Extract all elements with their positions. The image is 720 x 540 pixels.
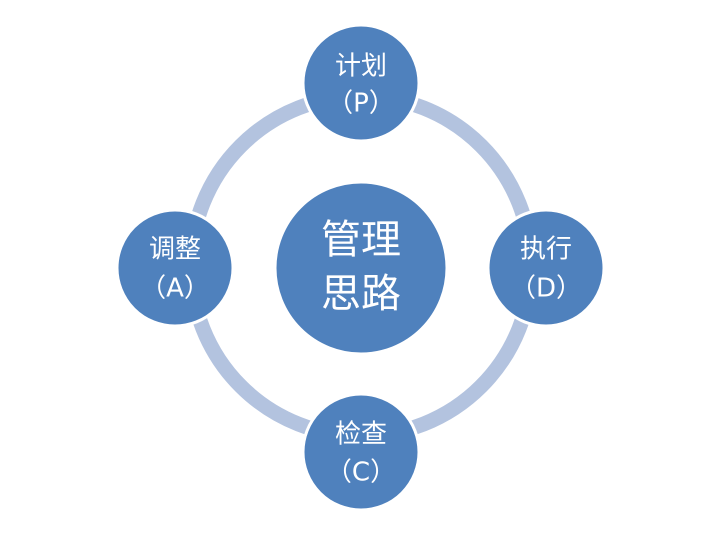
node-do-circle — [486, 208, 606, 328]
node-plan-code: （P） — [327, 89, 395, 119]
node-act: 调整 （A） — [115, 208, 235, 328]
node-plan-label: 计划 — [335, 52, 387, 82]
node-do-code: （D） — [510, 274, 582, 304]
center-node: 管理 思路 — [273, 180, 449, 356]
node-do-label: 执行 — [520, 235, 572, 265]
node-plan: 计划 （P） — [301, 23, 421, 143]
node-plan-circle — [301, 23, 421, 143]
node-act-code: （A） — [140, 274, 210, 304]
center-label-line1: 管理 — [321, 217, 401, 263]
node-check-circle — [301, 392, 421, 512]
node-act-label: 调整 — [149, 235, 201, 265]
node-check-label: 检查 — [335, 420, 387, 450]
node-check-code: （C） — [326, 458, 396, 488]
node-do: 执行 （D） — [486, 208, 606, 328]
node-check: 检查 （C） — [301, 392, 421, 512]
center-label-line2: 思路 — [321, 271, 401, 317]
center-circle — [273, 180, 449, 356]
node-act-circle — [115, 208, 235, 328]
